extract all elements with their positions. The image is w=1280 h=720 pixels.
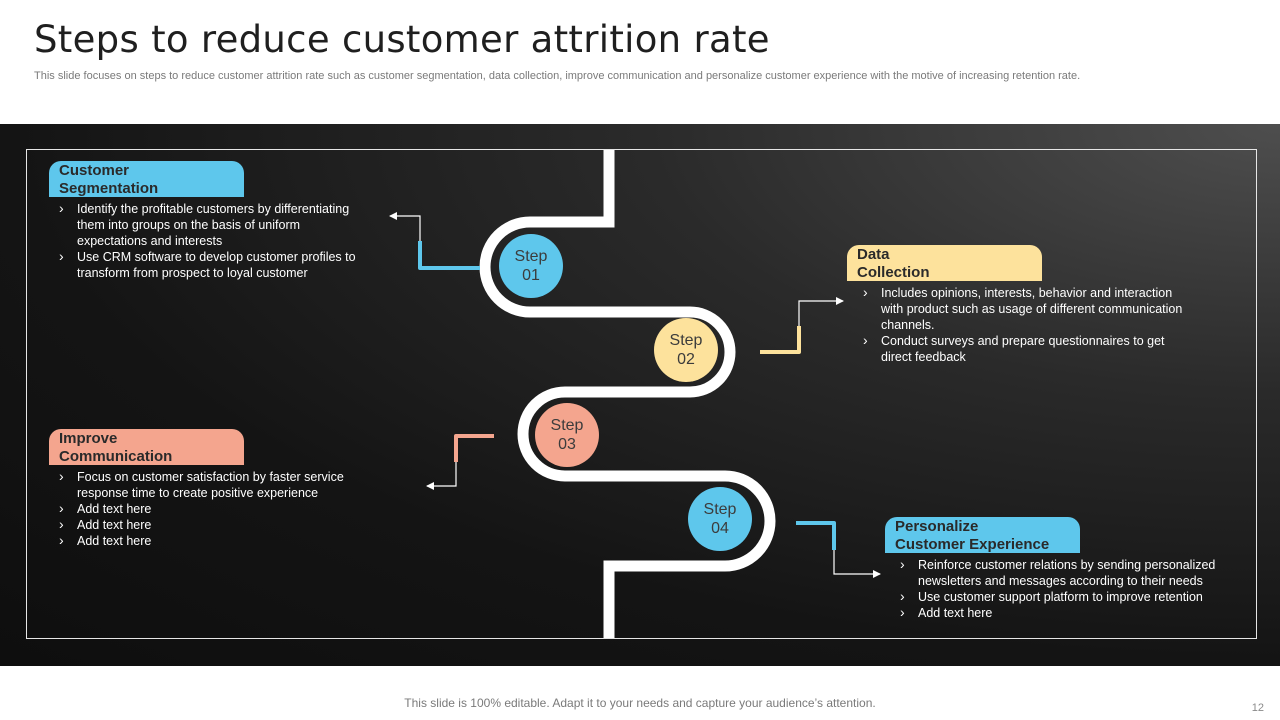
connector-step-02-white: [798, 297, 844, 326]
step-02-heading-line1: Data: [857, 246, 890, 263]
list-item: Includes opinions, interests, behavior a…: [861, 284, 1197, 333]
step-01-bullet-list: Identify the profitable customers by dif…: [57, 200, 367, 281]
step-03-heading-line1: Improve: [59, 430, 118, 447]
list-item: Add text here: [57, 500, 367, 517]
connector-step-03-colored: [454, 434, 494, 462]
list-item: Use customer support platform to improve…: [898, 588, 1238, 605]
footer-note: This slide is 100% editable. Adapt it to…: [404, 696, 876, 710]
connector-step-02-colored: [760, 326, 801, 354]
connector-step-01-white: [389, 212, 421, 241]
list-item: Reinforce customer relations by sending …: [898, 556, 1238, 589]
step-04-heading-line1: Personalize: [895, 518, 979, 535]
step-03-bullet-list: Focus on customer satisfaction by faster…: [57, 468, 367, 549]
list-item: Focus on customer satisfaction by faster…: [57, 468, 367, 501]
step-01-heading-line1: Customer: [59, 162, 130, 179]
list-item: Conduct surveys and prepare questionnair…: [861, 332, 1197, 365]
step-01-heading-tab: Customer Segmentation: [49, 161, 244, 197]
list-item: Use CRM software to develop customer pro…: [57, 248, 367, 281]
step-02-heading-line2: Collection: [857, 264, 930, 281]
step-01-heading-line2: Segmentation: [59, 180, 159, 197]
list-item: Identify the profitable customers by dif…: [57, 200, 367, 249]
connector-step-01-colored: [418, 241, 480, 270]
connector-step-03-white: [426, 462, 457, 490]
step-02-heading-tab: Data Collection: [847, 245, 1042, 281]
page-subtitle: This slide focuses on steps to reduce cu…: [34, 70, 1081, 82]
connector-step-04-colored: [796, 521, 836, 550]
winding-road-path: [479, 150, 776, 638]
step-04-bullet-list: Reinforce customer relations by sending …: [898, 556, 1238, 621]
list-item: Add text here: [57, 532, 367, 549]
step-03-heading-line2: Communication: [59, 448, 173, 465]
page-title: Steps to reduce customer attrition rate: [34, 18, 770, 61]
step-02-bullet-list: Includes opinions, interests, behavior a…: [861, 284, 1197, 365]
step-04-heading-line2: Customer Experience: [895, 536, 1050, 553]
step-03-heading-tab: Improve Communication: [49, 429, 244, 465]
list-item: Add text here: [57, 516, 367, 533]
step-04-heading-tab: Personalize Customer Experience: [885, 517, 1080, 553]
page-number: 12: [1251, 702, 1264, 714]
connector-step-04-white: [833, 550, 881, 578]
content-frame: [26, 149, 1257, 639]
list-item: Add text here: [898, 604, 1238, 621]
